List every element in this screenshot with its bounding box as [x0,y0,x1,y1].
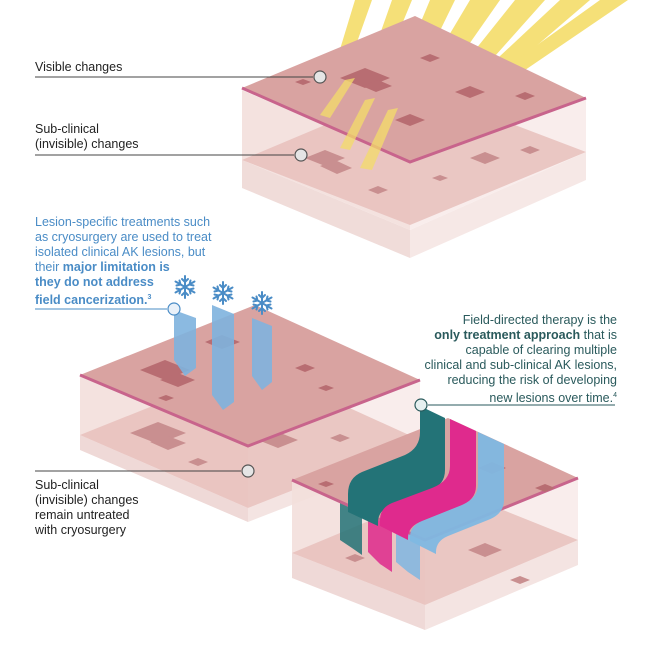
skin-block-field-therapy [291,398,615,630]
callout-dot-icon [241,464,255,478]
callout-dot-icon [414,398,428,412]
subclinical-top-label: Sub-clinical (invisible) changes [35,122,139,151]
callout-dot-icon [294,148,308,162]
therapy-bands [348,406,504,554]
skin-block-top [35,0,628,258]
cryo-probes [174,305,272,410]
callout-dot-icon [167,302,181,316]
subclinical-bottom-label: Sub-clinical (invisible) changes remain … [35,478,139,537]
subclinical-lesions-bottom [345,543,530,584]
field-directed-label: Field-directed therapy is the only treat… [424,313,617,406]
snowflake-icon [212,281,234,305]
callout-dot-icon [313,70,327,84]
lesion-specific-label: Lesion-specific treatments such as cryos… [35,215,212,308]
subclinical-lesions-top [305,146,540,194]
visible-changes-label: Visible changes [35,60,123,74]
visible-lesions-top [295,54,535,126]
